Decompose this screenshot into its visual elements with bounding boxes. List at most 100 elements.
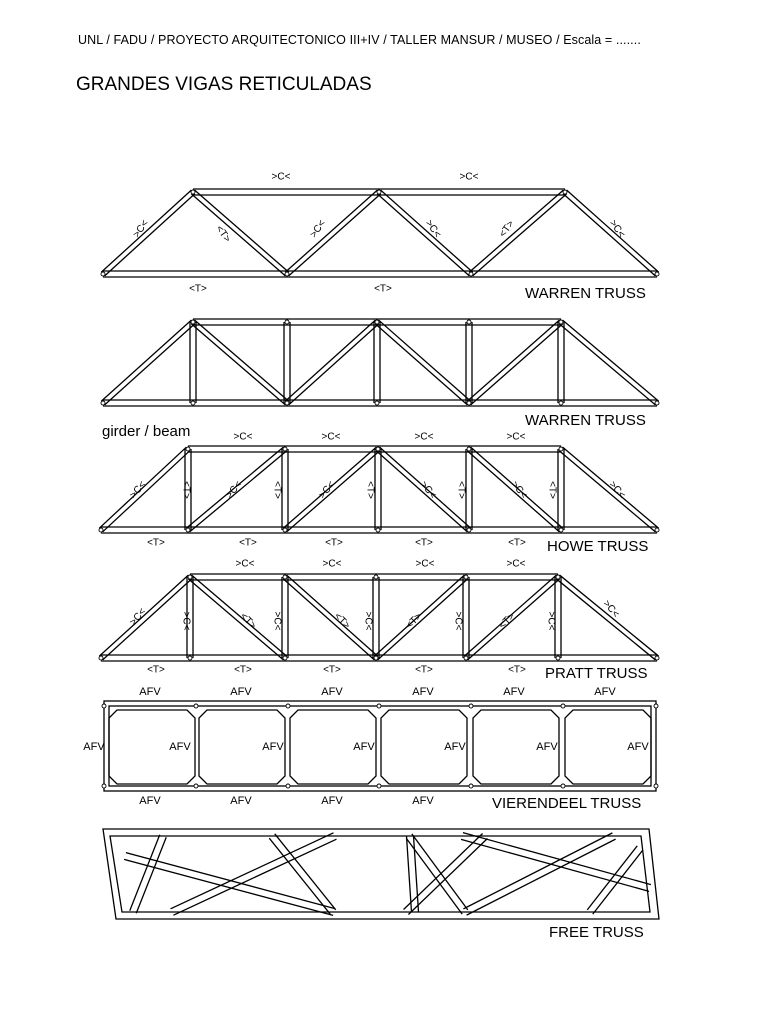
truss-node [185,527,191,533]
truss-member [284,189,382,277]
truss-member [98,446,191,533]
truss-node [558,446,564,452]
vertical-compression-mark: >C< [545,612,556,631]
truss-member [562,189,660,277]
vertical-member [374,449,382,530]
vertical-compression-mark: >C< [271,612,282,631]
vertical-member [281,449,289,530]
truss-node [98,527,104,533]
girder-beam-label: girder / beam [102,423,190,440]
shear-mark: AFV [169,741,191,753]
free-truss-member [463,832,616,916]
tension-mark: <T> [415,538,433,549]
vertical-tension-mark: <T> [364,481,375,499]
free-truss-outer [102,828,660,920]
vertical-member [465,449,473,530]
truss-node [558,400,564,406]
truss-node [653,703,659,709]
truss-node [555,574,561,580]
truss-label-vierendeel: VIERENDEEL TRUSS [492,795,641,812]
truss-node [101,783,107,789]
truss-node [284,319,290,325]
truss-node [375,527,381,533]
truss-node [376,703,382,709]
truss-node [466,446,472,452]
vertical-member [281,577,289,658]
truss-member [468,189,568,277]
vertical-compression-mark: >C< [452,612,463,631]
compression-mark: >C< [322,432,341,443]
truss-node [282,574,288,580]
truss-member [466,319,564,406]
free-truss-member [123,851,336,917]
truss-member [558,446,660,533]
free-truss-member [268,833,337,915]
shear-mark: AFV [230,686,252,698]
diagonal-tension-mark: <T> [238,611,258,631]
vertical-member [554,577,562,658]
truss-node [463,655,469,661]
vierendeel-outer-frame [103,700,657,792]
truss-member [466,446,564,533]
truss-node [374,319,380,325]
truss-node [284,271,290,277]
vertical-member [557,322,565,403]
truss-member [373,574,469,661]
free-truss-member [170,832,337,916]
truss-member [187,574,288,661]
compression-mark: >C< [234,432,253,443]
truss-node [187,574,193,580]
tension-mark: <T> [325,538,343,549]
compression-mark: >C< [460,172,479,183]
shear-mark: AFV [230,795,252,807]
truss-member [375,446,472,533]
truss-node [654,271,660,277]
shear-mark: AFV [139,795,161,807]
tension-mark: <T> [415,665,433,676]
vertical-member [462,577,470,658]
truss-member [185,446,288,533]
truss-label-warren-2: WARREN TRUSS [525,412,646,429]
tension-mark: <T> [508,665,526,676]
truss-member [376,189,474,277]
truss-node [558,527,564,533]
compression-mark: >C< [416,559,435,570]
vierendeel-panel [472,709,560,785]
diagonal-tension-mark: <T> [497,611,517,631]
truss-member [374,319,472,406]
diagonal-compression-mark: >C< [128,606,149,628]
compression-mark: >C< [236,559,255,570]
bottom-chord [103,270,657,278]
free-truss-member [586,845,644,915]
shear-mark: AFV [627,741,649,753]
truss-node [185,446,191,452]
truss-node [190,189,196,195]
truss-node [190,400,196,406]
truss-node [187,655,193,661]
truss-label-warren-1: WARREN TRUSS [525,285,646,302]
truss-node [98,655,104,661]
truss-node [282,446,288,452]
diagonal-compression-mark: >C< [601,598,622,620]
truss-node [654,527,660,533]
vertical-compression-mark: >C< [362,612,373,631]
truss-node [193,783,199,789]
top-chord [190,573,558,581]
shear-mark: AFV [262,741,284,753]
vertical-compression-mark: >C< [180,612,191,631]
truss-member [190,319,290,406]
diagonal-compression-mark: >C< [607,479,628,501]
truss-node [282,655,288,661]
vertical-member [465,322,473,403]
truss-node [654,655,660,661]
vierendeel-panel [564,709,652,785]
page-title: GRANDES VIGAS RETICULADAS [76,74,372,95]
vertical-member [186,577,194,658]
truss-member [100,319,196,406]
diagonal-tension-mark: <T> [498,219,517,240]
vertical-member [373,322,381,403]
truss-node [373,655,379,661]
tension-mark: <T> [323,665,341,676]
truss-member [100,189,196,277]
